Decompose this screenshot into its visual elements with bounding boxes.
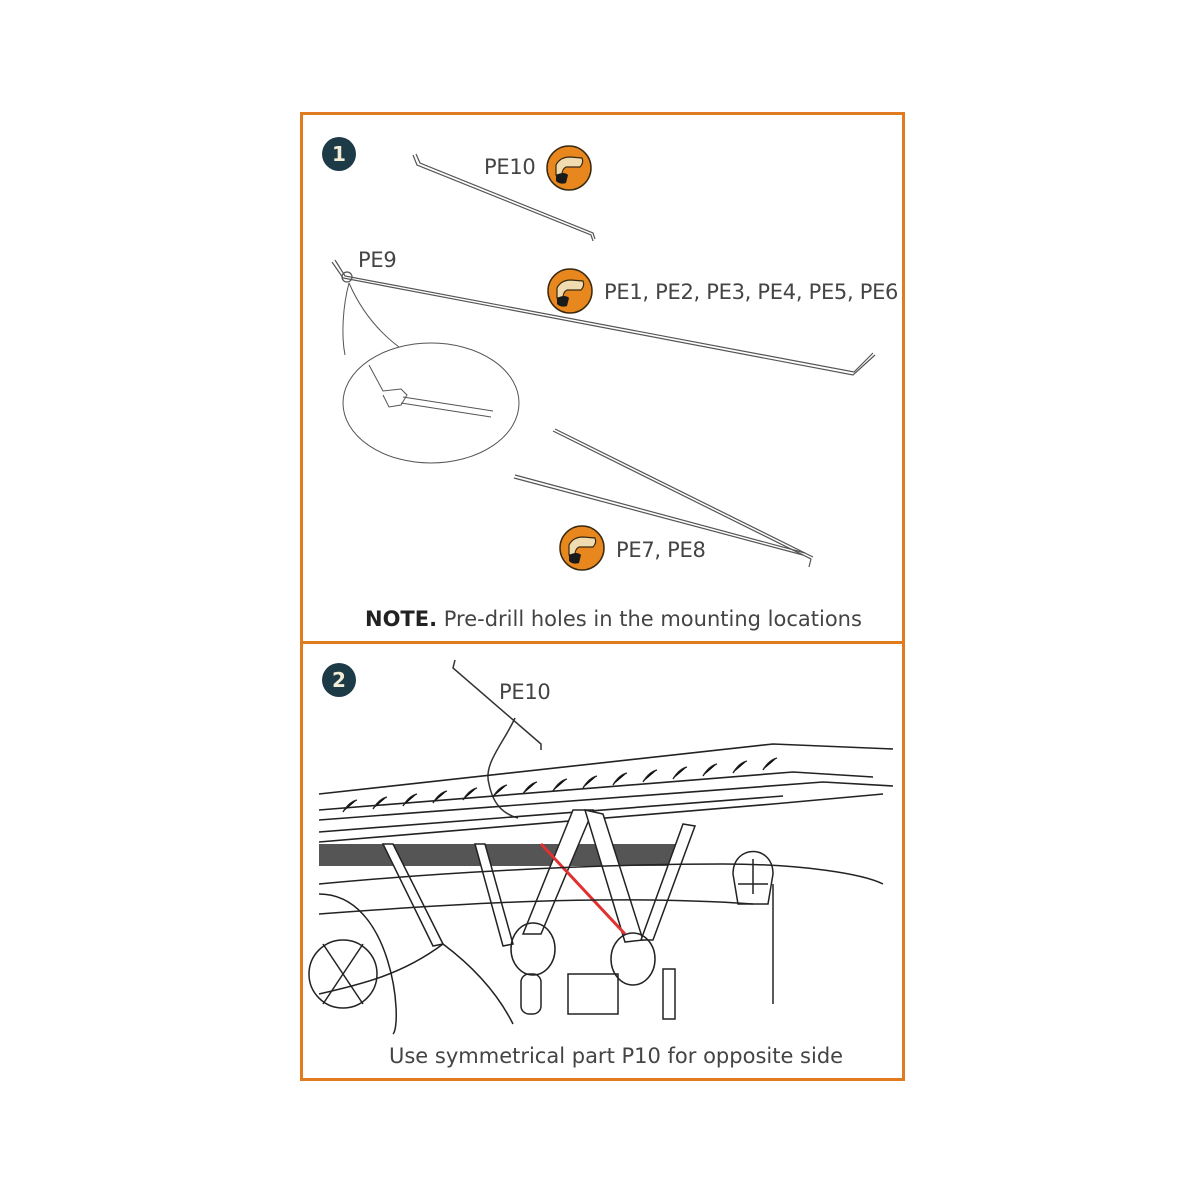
engine-cowling (308, 893, 397, 1035)
pe10-rod-leader (452, 659, 542, 819)
part-label-pe9: PE9 (358, 248, 397, 272)
upper-wing (318, 743, 894, 843)
step-divider (303, 641, 902, 644)
part-label-pe10-step2: PE10 (499, 680, 551, 704)
rigging-wire-highlight (539, 842, 627, 936)
step-1-panel: 1 (303, 115, 902, 641)
part-label-pe7-pe8: PE7, PE8 (616, 538, 706, 562)
step-2-caption: Use symmetrical part P10 for opposite si… (389, 1044, 844, 1068)
photo-etch-part-icon (559, 525, 605, 571)
windshield (732, 850, 774, 905)
step-2-badge: 2 (322, 663, 356, 697)
step-1-badge: 1 (322, 137, 356, 171)
wing-ribs (342, 757, 778, 813)
step-1-note: NOTE. Pre-drill holes in the mounting lo… (365, 607, 862, 631)
part-label-pe1-pe6: PE1, PE2, PE3, PE4, PE5, PE6 (604, 280, 899, 304)
instruction-sheet-frame: 1 (300, 112, 905, 1081)
cockpit-assembly-drawing (308, 659, 894, 1035)
pe9-detail-callout (342, 282, 520, 464)
part-label-pe10: PE10 (484, 155, 536, 179)
cabane-struts (381, 808, 697, 947)
photo-etch-part-icon (547, 268, 593, 314)
pe7-pe8-rods-drawing (513, 428, 814, 568)
step-1-parts-drawing (331, 153, 876, 568)
step-2-panel: 2 PE10 (303, 644, 902, 1078)
long-rod-drawing (331, 259, 876, 376)
photo-etch-part-icon (546, 145, 592, 191)
step-1-number: 1 (332, 142, 346, 166)
wing-underside-shading (319, 844, 679, 866)
pe10-rod-drawing (412, 153, 596, 242)
step-2-number: 2 (332, 668, 346, 692)
note-prefix: NOTE. (365, 607, 438, 631)
fuselage (318, 863, 884, 1025)
note-text: Pre-drill holes in the mounting location… (437, 607, 862, 631)
